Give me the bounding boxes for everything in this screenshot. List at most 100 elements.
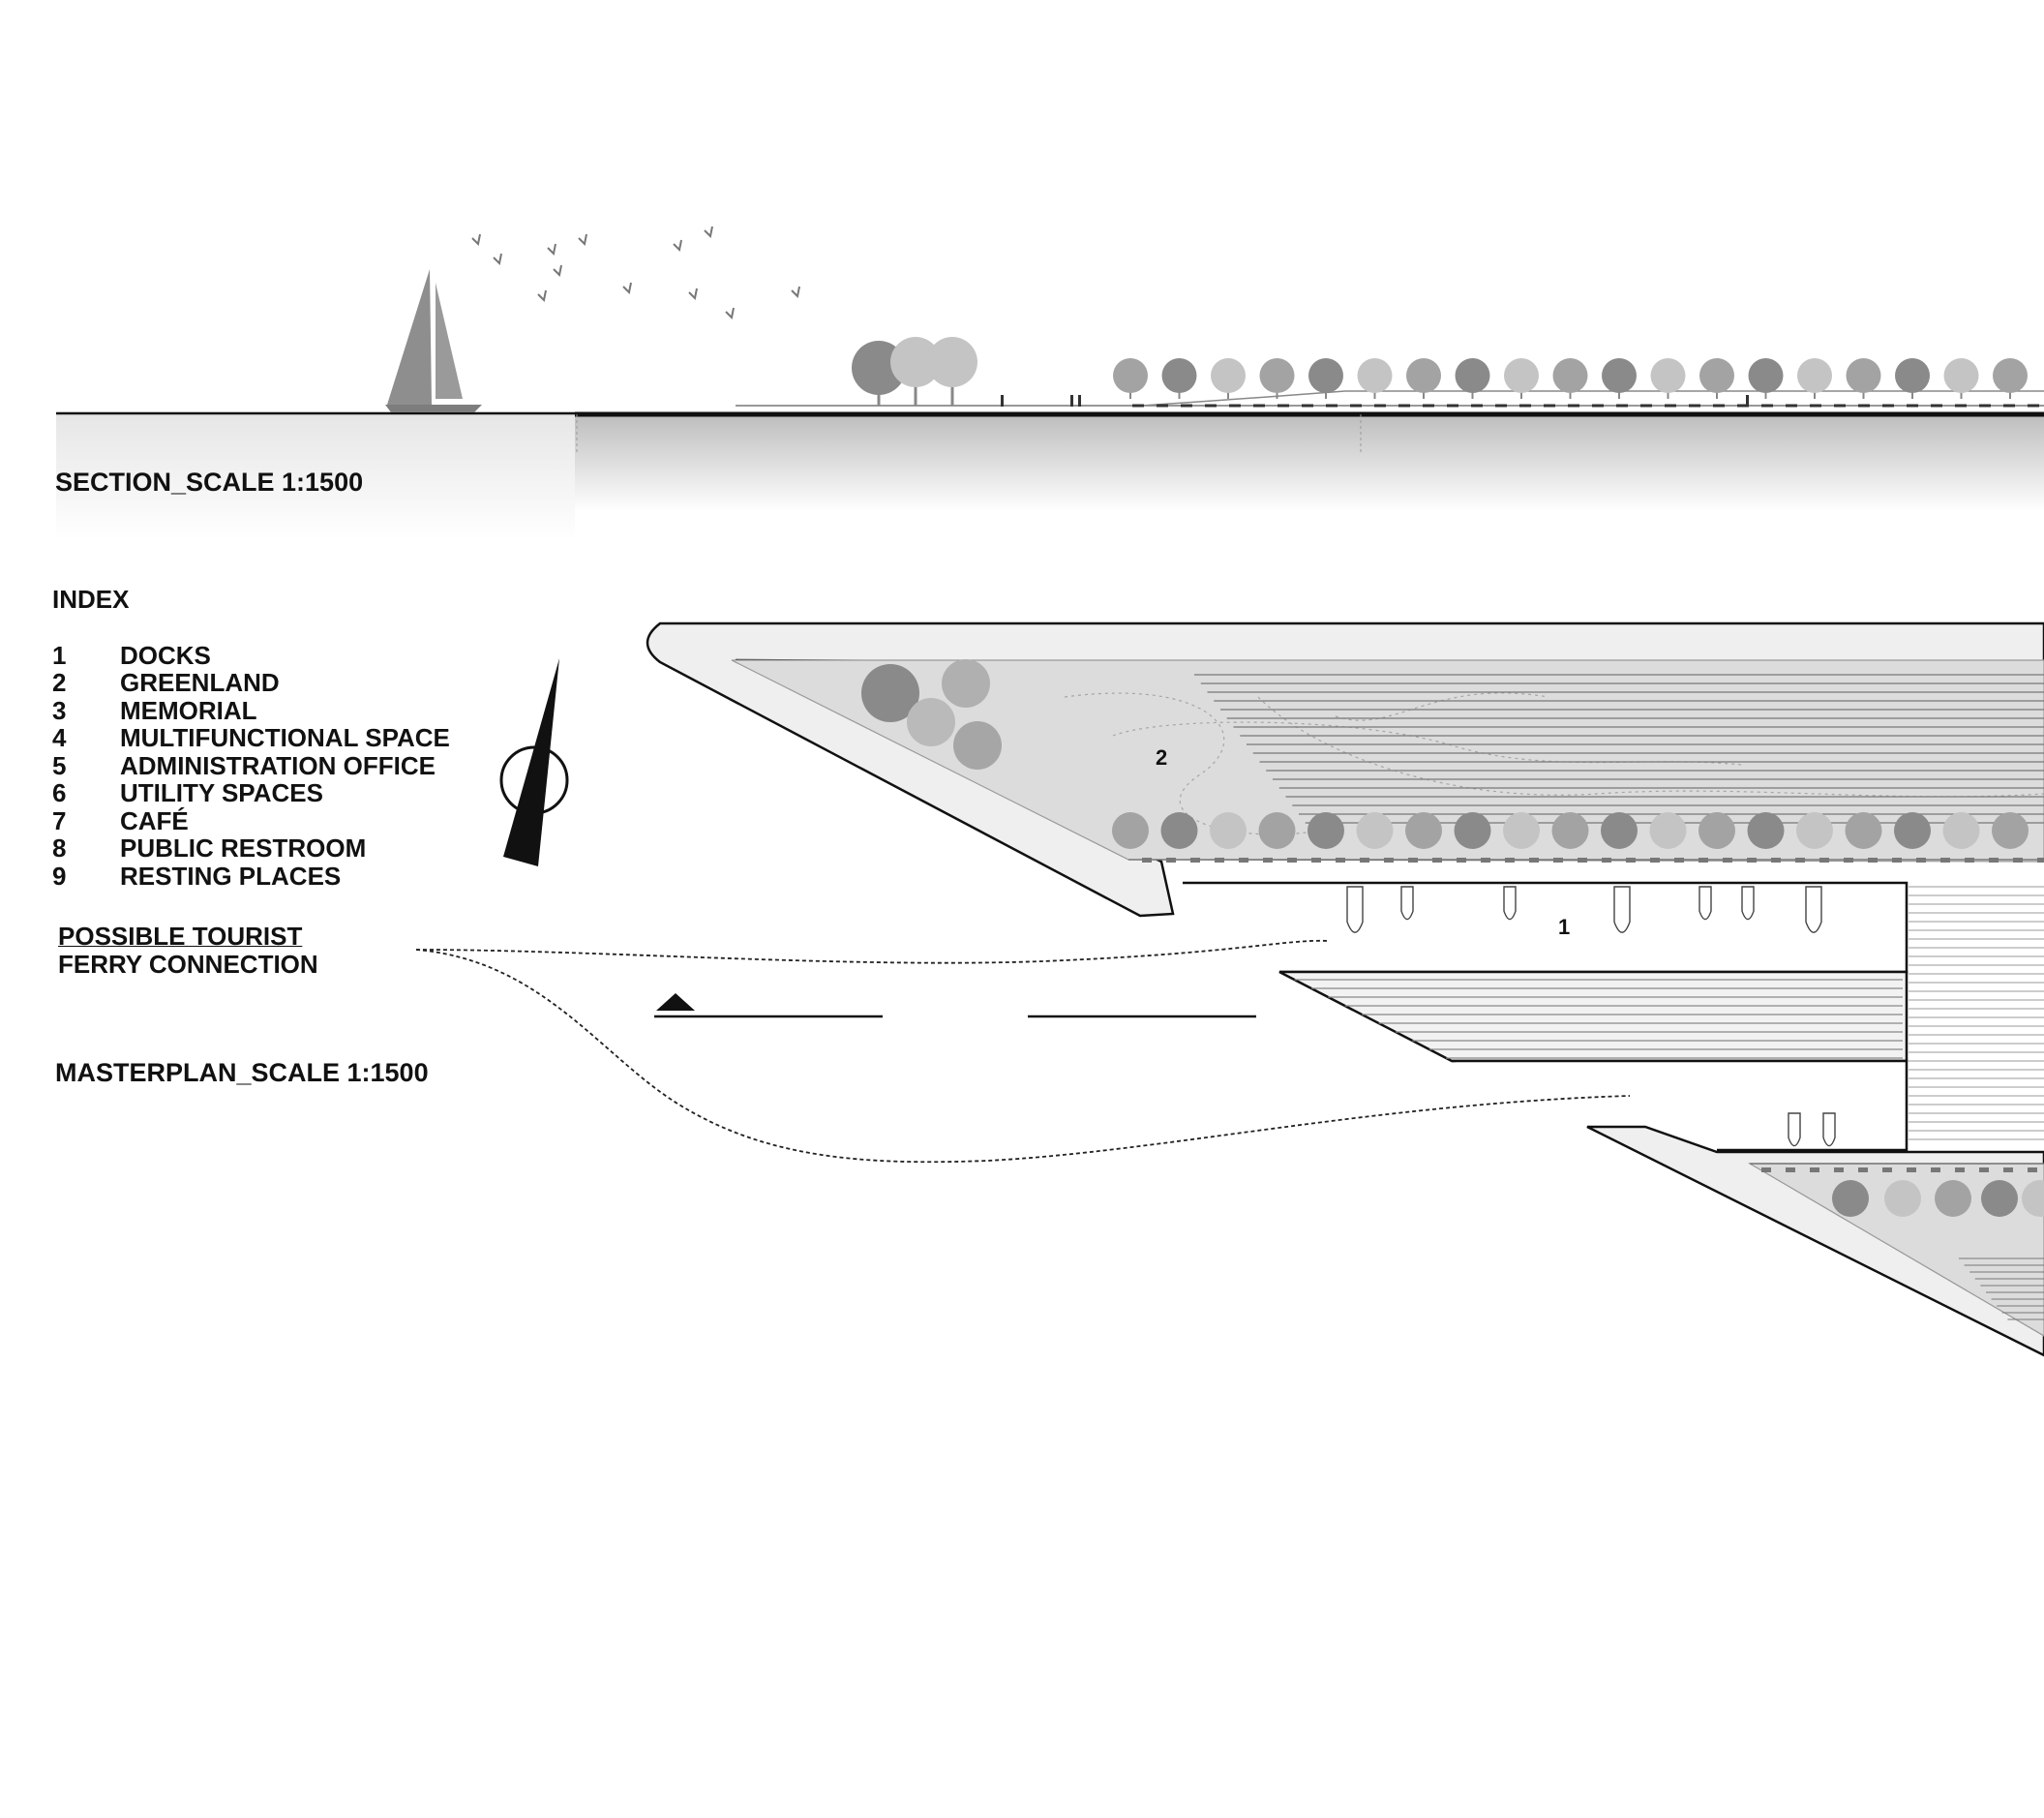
section-tree [1357,358,1393,393]
bench [1819,858,1829,863]
bench [1810,1167,1819,1172]
section-tree [1797,358,1832,393]
boat [1822,1112,1836,1147]
bench [1965,858,1974,863]
index-heading: INDEX [52,585,130,614]
bench [1882,1167,1892,1172]
bench [1457,858,1466,863]
plan-tree [1210,812,1247,849]
plan-tree [1601,812,1638,849]
plan-tree [1832,1180,1869,1217]
section-tree [1455,358,1490,393]
bench [1360,858,1369,863]
plan-tree [1796,812,1833,849]
boat [1613,886,1631,933]
plan-trees [1112,812,2044,1217]
index-number: 6 [52,778,67,807]
index-label: RESTING PLACES [120,862,342,891]
section-tree [1943,358,1979,393]
index-number: 5 [52,751,67,780]
bird [673,239,682,253]
bird [493,253,502,266]
boat [1698,886,1712,921]
section-tree [927,337,977,387]
index-label: CAFÉ [120,806,189,835]
boat [1400,886,1414,921]
bird [547,243,556,257]
section-person [1746,395,1749,407]
plan-tree [1160,812,1198,849]
bench [1916,858,1926,863]
sailboat-icon [385,269,482,412]
bird [471,233,481,247]
masterplan-title: MASTERPLAN_SCALE 1:1500 [55,1058,429,1087]
dock-basin-1 [1183,881,1909,974]
bench [1481,858,1490,863]
section-person [1078,395,1081,407]
bench [1834,1167,1844,1172]
plan-tree [1894,812,1931,849]
bench [1311,858,1321,863]
bench [1723,858,1732,863]
index-label: ADMINISTRATION OFFICE [120,751,436,780]
bench [1989,858,1999,863]
index-label: PUBLIC RESTROOM [120,833,367,863]
section-tree [1650,358,1686,393]
ferry-label-line1: POSSIBLE TOURIST [58,922,303,951]
masterplan-drawing [415,621,2044,1357]
section-trees [852,337,2028,406]
boat [1741,886,1755,921]
section-tree [1161,358,1197,393]
bench [1626,858,1636,863]
plan-tree [1649,812,1687,849]
index-number: 4 [52,723,67,752]
bird [704,226,713,239]
bench [1698,858,1708,863]
bird [688,288,698,301]
bench [1432,858,1442,863]
bench [1892,858,1902,863]
section-water-shade [56,414,575,540]
bird [578,233,587,247]
plan-tree [1935,1180,1971,1217]
section-tree [1993,358,2028,393]
bench-rows [1128,858,2044,1172]
section-tree [1846,358,1881,393]
section-mound [1141,390,2044,407]
plan-tree [1551,812,1589,849]
bench [2028,1167,2037,1172]
middle-pier-hatch [1294,979,1903,1059]
plan-tree [1405,812,1442,849]
greenland-contours [1064,692,2044,835]
bird [622,282,632,295]
bench [1408,858,1418,863]
index-number: 9 [52,862,67,891]
docks-marker: 1 [1558,915,1571,939]
boat [1788,1112,1801,1147]
section-ground-shade [575,414,2044,511]
north-arrow-icon [499,658,569,866]
bench [1940,858,1950,863]
bench [1858,1167,1868,1172]
index-number: 8 [52,833,67,863]
plan-tree [1356,812,1394,849]
ferry-label-line2: FERRY CONNECTION [58,950,318,979]
plan-tree [1884,1180,1921,1217]
index-label: DOCKS [120,641,211,670]
bench [1979,1167,1989,1172]
greenland-area [731,659,2044,863]
bench [1907,1167,1916,1172]
bench [1786,1167,1795,1172]
section-drawing [56,226,2044,540]
bird [553,264,562,278]
memorial-tree-cluster [861,659,1002,770]
ferry-route [415,939,1631,1164]
section-person [1001,395,1004,407]
birds-icon [471,226,800,320]
bench [1142,858,1152,863]
plan-tree [1698,812,1735,849]
bench [1529,858,1539,863]
plan-tree [1308,812,1344,849]
